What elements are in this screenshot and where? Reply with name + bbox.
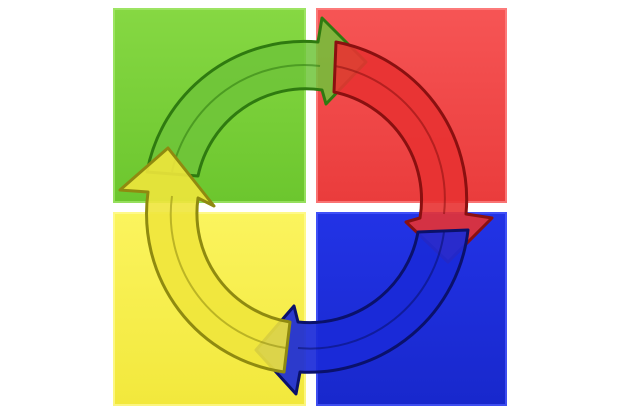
blue-arrow xyxy=(254,228,470,396)
yellow-arrow xyxy=(118,146,292,374)
yellow-arrow-inner-groove xyxy=(169,195,287,349)
green-arrow xyxy=(145,16,368,178)
red-arrow-inner-groove xyxy=(334,65,446,215)
blue-arrow-inner-groove xyxy=(297,231,445,350)
green-arrow-inner-groove xyxy=(171,64,321,173)
red-arrow xyxy=(332,40,494,264)
